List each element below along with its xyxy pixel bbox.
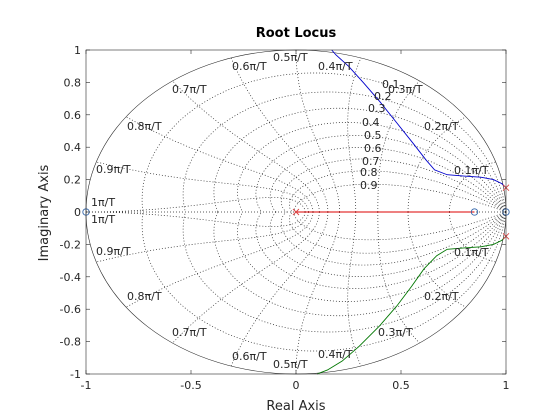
x-tick-label: 0 (293, 379, 300, 392)
damping-curve (289, 170, 507, 213)
natural-frequency-curve (377, 212, 420, 344)
natural-frequency-curve (125, 211, 314, 308)
y-tick-label: -1 (70, 368, 81, 381)
natural-frequency-curve (449, 211, 496, 263)
natural-frequency-label: 0.8π/T (127, 120, 162, 133)
damping-curve (182, 91, 507, 213)
natural-frequency-label: 0.3π/T (378, 326, 413, 339)
damping-curve (237, 211, 507, 302)
zero-marker (470, 208, 479, 216)
y-tick-label: -0.6 (60, 303, 81, 316)
natural-frequency-curve (230, 211, 329, 367)
damping-curve (280, 211, 507, 266)
natural-frequency-curve (347, 57, 362, 213)
y-tick-label: -0.8 (60, 336, 81, 349)
natural-frequency-label: 0.7π/T (172, 326, 207, 339)
natural-frequency-curve (125, 116, 314, 213)
natural-frequency-label: 0.6π/T (232, 60, 267, 73)
y-tick-label: 0.6 (64, 109, 82, 122)
natural-frequency-curve (449, 161, 496, 213)
damping-curve (182, 211, 507, 333)
natural-frequency-label: 1π/T (91, 196, 115, 209)
natural-frequency-label: 0.5π/T (273, 358, 308, 371)
natural-frequency-label: 0.4π/T (318, 60, 353, 73)
natural-frequency-label: 0.1π/T (454, 246, 489, 259)
natural-frequency-label: 0.6π/T (232, 350, 267, 363)
natural-frequency-label: 0.5π/T (273, 51, 308, 64)
damping-label: 0.5 (364, 129, 382, 142)
natural-frequency-curve (230, 57, 329, 213)
natural-frequency-label: 0.7π/T (172, 83, 207, 96)
x-tick-label: -0.5 (180, 379, 201, 392)
damping-curve (294, 211, 507, 241)
natural-frequency-label: 0.1π/T (454, 164, 489, 177)
natural-frequency-curve (85, 211, 306, 227)
x-tick-label: -1 (81, 379, 92, 392)
natural-frequency-label: 0.8π/T (127, 290, 162, 303)
natural-frequency-label: 1π/T (91, 213, 115, 226)
natural-frequency-curve (172, 211, 320, 344)
damping-label: 0.8 (360, 166, 378, 179)
damping-label: 0.9 (360, 179, 378, 192)
y-tick-label: 0.2 (64, 174, 82, 187)
natural-frequency-label: 0.2π/T (424, 290, 459, 303)
damping-curve (237, 122, 507, 213)
locus-branch (316, 235, 507, 375)
damping-label: 0.6 (364, 142, 382, 155)
damping-curve (269, 147, 507, 213)
damping-label: 0.3 (368, 102, 386, 115)
y-tick-label: 0 (74, 206, 81, 219)
y-tick-label: 1 (74, 44, 81, 57)
damping-curve (213, 211, 507, 317)
natural-frequency-label: 0.3π/T (388, 83, 423, 96)
damping-curve (141, 72, 507, 213)
pole-marker (292, 208, 300, 216)
natural-frequency-curve (377, 80, 420, 212)
natural-frequency-label: 0.9π/T (96, 163, 131, 176)
natural-frequency-label: 0.2π/T (424, 120, 459, 133)
damping-label: 0.4 (362, 116, 380, 129)
damping-curve (294, 183, 507, 213)
natural-frequency-label: 0.4π/T (318, 348, 353, 361)
y-tick-label: -0.2 (60, 238, 81, 251)
chart-title: Root Locus (256, 26, 337, 41)
damping-curve (213, 107, 507, 213)
grid-label-layer: 0.10.20.30.40.50.60.70.80.9 0.1π/T 0.1π/T 0… (91, 51, 489, 371)
natural-frequency-curve (96, 161, 309, 213)
damping-curve (141, 211, 507, 352)
y-axis-label: Imaginary Axis (37, 164, 52, 261)
y-tick-label: 0.4 (64, 141, 82, 154)
natural-frequency-curve (172, 80, 320, 213)
series-layer (296, 49, 507, 375)
natural-frequency-curve (96, 211, 309, 263)
locus-branch (331, 49, 507, 189)
damping-label: 0.1 (382, 78, 400, 91)
natural-frequency-curve (347, 211, 362, 367)
damping-curve (289, 211, 507, 254)
damping-label: 0.2 (374, 90, 392, 103)
y-tick-label: -0.4 (60, 271, 81, 284)
natural-frequency-label: 0.9π/T (96, 245, 131, 258)
y-tick-label: 0.8 (64, 76, 82, 89)
damping-label: 0.7 (362, 155, 380, 168)
x-tick-label: 1 (503, 379, 510, 392)
natural-frequency-curve (295, 211, 340, 375)
damping-curve (269, 211, 507, 277)
natural-frequency-curve (85, 197, 306, 213)
natural-frequency-curve (295, 49, 340, 213)
x-axis-label: Real Axis (266, 399, 325, 414)
x-tick-label: 0.5 (392, 379, 410, 392)
damping-curve (280, 158, 507, 213)
